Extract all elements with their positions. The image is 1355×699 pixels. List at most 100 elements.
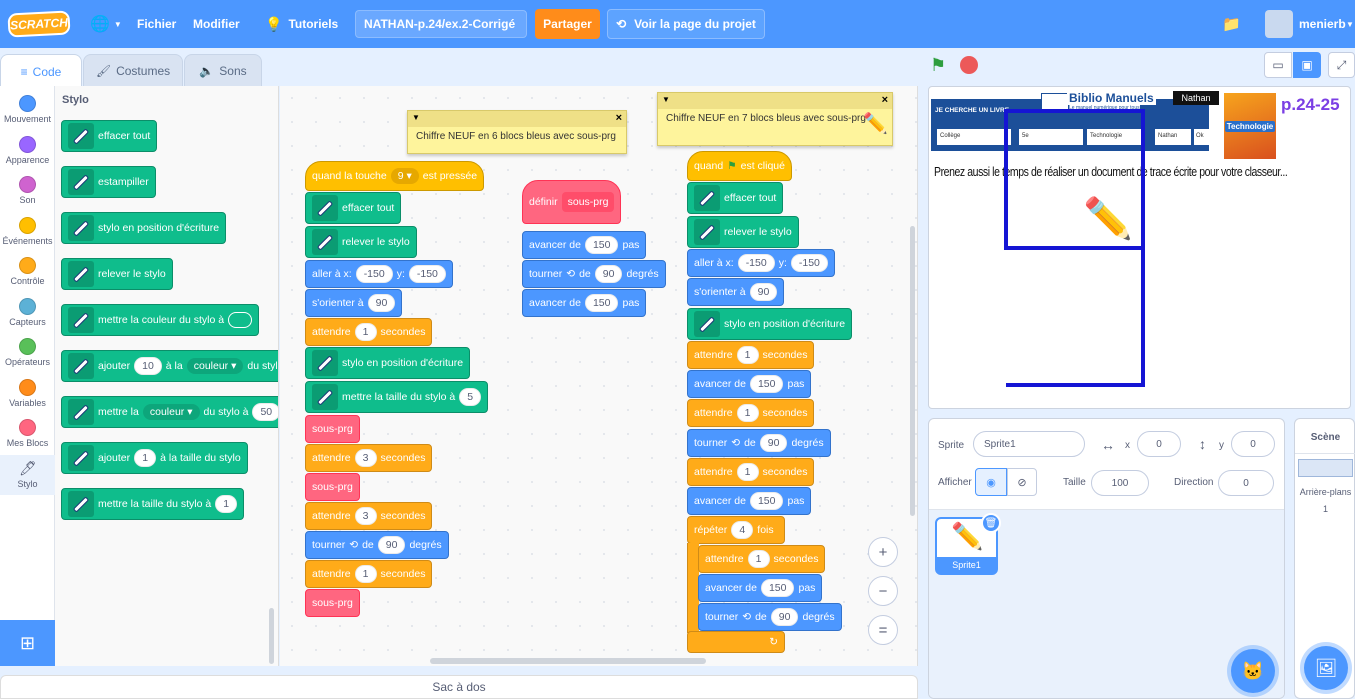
number-input[interactable]: 1 <box>134 449 157 467</box>
direction-input[interactable]: 90 <box>749 283 778 301</box>
see-project-page-button[interactable]: ⟲Voir la page du projet <box>607 9 765 39</box>
workspace-h-scrollbar[interactable] <box>430 658 706 664</box>
y-input[interactable]: -150 <box>408 265 446 283</box>
number-input[interactable]: 1 <box>215 495 238 513</box>
block-pen-down[interactable]: stylo en position d'écriture <box>687 308 853 340</box>
block-call-sous-prg[interactable]: sous-prg <box>305 589 360 617</box>
block-clear[interactable]: effacer tout <box>687 182 784 214</box>
hide-sprite-button[interactable]: ⊘ <box>1007 468 1037 496</box>
steps-input[interactable]: 150 <box>584 236 619 254</box>
category-mouvement[interactable]: Mouvement <box>0 90 55 130</box>
tab-sounds[interactable]: 🔈Sons <box>184 54 262 87</box>
note-text[interactable]: Chiffre NEUF en 6 blocs bleus avec sous-… <box>416 131 616 142</box>
seconds-input[interactable]: 3 <box>354 449 377 467</box>
block-pen-up[interactable]: relever le stylo <box>305 226 417 258</box>
steps-input[interactable]: 150 <box>749 492 784 510</box>
palette-block-stamp[interactable]: estampiller <box>61 166 156 198</box>
zoom-reset-button[interactable]: = <box>868 615 898 645</box>
category-op-rateurs[interactable]: Opérateurs <box>0 333 55 373</box>
add-backdrop-button[interactable]: 🖼 <box>1304 646 1348 690</box>
category-apparence[interactable]: Apparence <box>0 131 55 171</box>
param-dropdown[interactable]: couleur ▾ <box>186 358 244 374</box>
add-extension-button[interactable]: ⊞ <box>0 620 55 666</box>
param-dropdown[interactable]: couleur ▾ <box>142 404 200 420</box>
category-son[interactable]: Son <box>0 171 55 211</box>
category-contr-le[interactable]: Contrôle <box>0 252 55 292</box>
avatar[interactable] <box>1265 10 1293 38</box>
color-swatch[interactable] <box>228 312 253 328</box>
stop-button[interactable] <box>960 56 978 74</box>
stage-selector-pane[interactable]: Scène Arrière-plans 1 🖼 <box>1294 418 1355 699</box>
steps-input[interactable]: 150 <box>584 294 619 312</box>
sprite-thumbnail[interactable]: ✏️ Sprite1 <box>935 517 998 575</box>
edit-menu[interactable]: Modifier <box>193 17 240 31</box>
block-call-sous-prg[interactable]: sous-prg <box>305 415 360 443</box>
category--v-nements[interactable]: Événements <box>0 212 55 252</box>
seconds-input[interactable]: 1 <box>736 404 759 422</box>
number-input[interactable]: 10 <box>134 357 162 375</box>
chevron-down-icon[interactable]: ▼ <box>412 113 420 122</box>
username[interactable]: menierb <box>1299 17 1346 31</box>
repeat-count-input[interactable]: 4 <box>731 521 754 539</box>
category-mes-blocs[interactable]: Mes Blocs <box>0 414 55 454</box>
palette-block-pen-down[interactable]: stylo en position d'écriture <box>61 212 227 244</box>
close-icon[interactable]: × <box>881 94 888 106</box>
delete-sprite-button[interactable]: 🗑 <box>981 513 1001 533</box>
note-text[interactable]: Chiffre NEUF en 7 blocs bleus avec sous-… <box>666 113 866 124</box>
palette-block-clear[interactable]: effacer tout <box>61 120 158 152</box>
seconds-input[interactable]: 1 <box>354 565 377 583</box>
sprite-x-input[interactable]: 0 <box>1137 431 1181 457</box>
language-menu[interactable]: 🌐▼ <box>90 0 122 48</box>
chevron-down-icon[interactable]: ▼ <box>662 95 670 104</box>
steps-input[interactable]: 150 <box>749 375 784 393</box>
seconds-input[interactable]: 1 <box>747 550 770 568</box>
comment-note-left[interactable]: ▼ × Chiffre NEUF en 6 blocs bleus avec so… <box>407 110 627 154</box>
size-input[interactable]: 5 <box>459 388 482 406</box>
block-clear[interactable]: effacer tout <box>305 192 402 224</box>
share-button[interactable]: Partager <box>535 9 600 39</box>
category-variables[interactable]: Variables <box>0 374 55 414</box>
zoom-in-button[interactable]: + <box>868 537 898 567</box>
direction-input[interactable]: 90 <box>367 294 396 312</box>
backpack-bar[interactable]: Sac à dos <box>0 675 918 699</box>
show-sprite-button[interactable]: ◉ <box>975 468 1007 496</box>
steps-input[interactable]: 150 <box>760 579 795 597</box>
file-menu[interactable]: Fichier <box>137 17 177 31</box>
seconds-input[interactable]: 3 <box>354 507 377 525</box>
key-dropdown[interactable]: 9 ▾ <box>390 168 419 184</box>
x-input[interactable]: -150 <box>737 254 775 272</box>
block-pen-up[interactable]: relever le stylo <box>687 216 799 248</box>
x-input[interactable]: -150 <box>355 265 393 283</box>
my-stuff-folder-icon[interactable]: 📁 <box>1222 16 1241 33</box>
fullscreen-button[interactable]: ⤢ <box>1328 52 1355 78</box>
scratch-logo[interactable]: SCRATCH <box>7 10 71 38</box>
sprite-name-input[interactable]: Sprite1 <box>973 431 1085 457</box>
green-flag-button[interactable]: ⚑ <box>930 55 946 76</box>
close-icon[interactable]: × <box>615 112 622 124</box>
block-call-sous-prg[interactable]: sous-prg <box>305 473 360 501</box>
normal-stage-button[interactable]: ▣ <box>1293 52 1321 78</box>
workspace-v-scrollbar[interactable] <box>910 226 915 516</box>
palette-scrollbar[interactable] <box>269 608 274 664</box>
add-sprite-button[interactable]: 🐱 <box>1231 649 1275 693</box>
zoom-out-button[interactable]: − <box>868 576 898 606</box>
sprite-y-input[interactable]: 0 <box>1231 431 1275 457</box>
